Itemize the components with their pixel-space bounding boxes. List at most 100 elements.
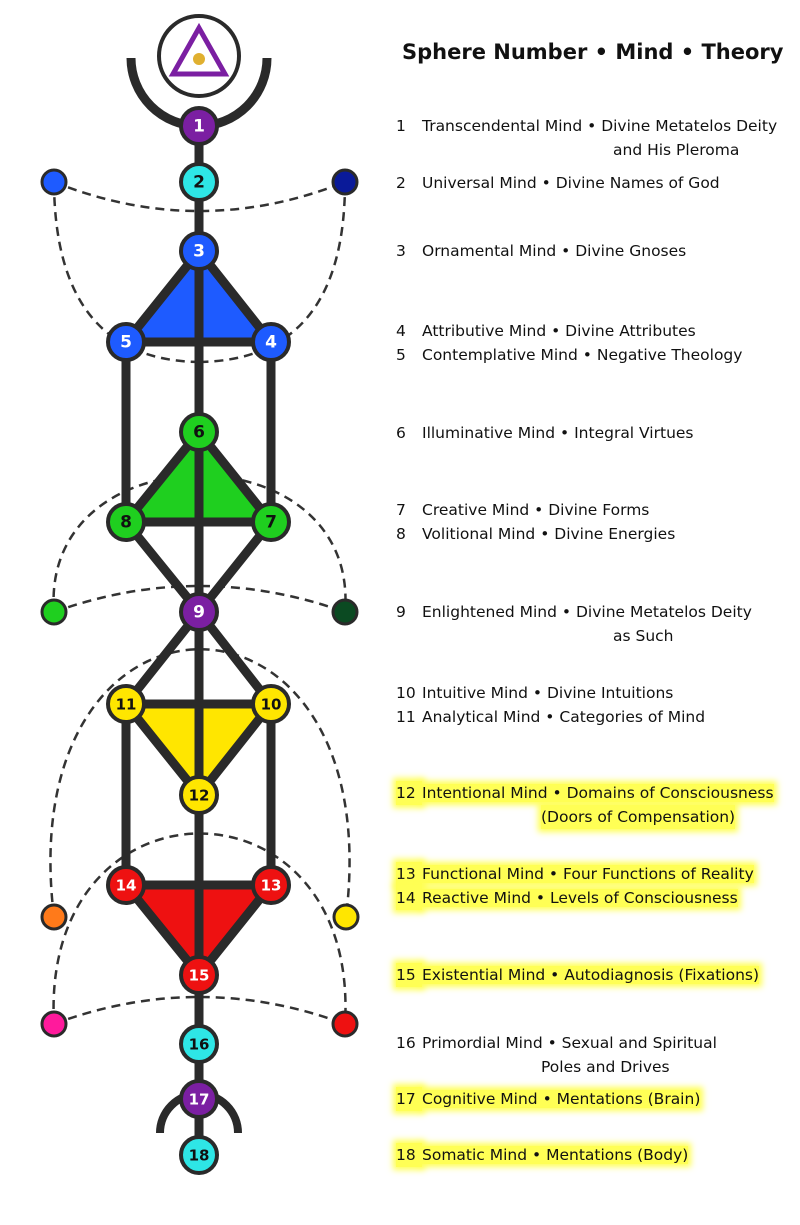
sphere-number: 18 [189,1147,210,1165]
sphere-number: 1 [193,117,205,137]
sphere-7: 7 [251,502,291,542]
legend-row-11: 11 Analytical Mind • Categories of Mind [396,705,705,729]
dashed-arc [198,181,347,364]
sphere-circle [179,162,219,202]
sphere-circle [179,592,219,632]
sphere-18: 18 [179,1135,219,1175]
sphere-9: 9 [179,592,219,632]
legend-text: Creative Mind • Divine Forms [422,501,650,519]
legend-row-7: 7 Creative Mind • Divine Forms [396,498,649,522]
sphere-number: 9 [193,603,205,623]
legend-number: 8 [396,525,406,543]
legend-text: Functional Mind • Four Functions of Real… [422,865,754,883]
sphere-number: 12 [189,787,210,805]
sphere-circle [179,775,219,815]
legend-number: 14 [396,886,422,910]
legend-text: Analytical Mind • Categories of Mind [422,708,706,726]
legend-number: 13 [396,862,422,886]
sphere-number: 8 [120,513,132,533]
sphere-6: 6 [179,412,219,452]
sphere-circle [106,322,146,362]
legend-text: Somatic Mind • Mentations (Body) [422,1146,689,1164]
sphere-number: 11 [116,696,137,714]
legend-number: 17 [396,1087,422,1111]
sphere-5: 5 [106,322,146,362]
sphere-4: 4 [251,322,291,362]
sphere-number: 6 [193,423,205,443]
legend-continuation: Poles and Drives [541,1058,670,1076]
sphere-2: 2 [179,162,219,202]
dashed-arc [53,584,346,614]
sphere-circle [106,684,146,724]
sphere-number: 15 [189,967,210,985]
legend-text: Universal Mind • Divine Names of God [422,174,720,192]
side-dot [331,598,359,626]
legend-text: Illuminative Mind • Integral Virtues [422,424,694,442]
side-dot [40,903,68,931]
legend-text: Intuitive Mind • Divine Intuitions [422,684,674,702]
sphere-number: 17 [189,1091,210,1109]
legend-continuation: and His Pleroma [613,141,740,159]
sphere-number: 14 [116,877,137,895]
legend-row-8: 8 Volitional Mind • Divine Energies [396,522,675,546]
sphere-number: 13 [261,877,282,895]
side-dot [331,168,359,196]
side-dot [331,1010,359,1038]
sphere-8: 8 [106,502,146,542]
legend-text: Existential Mind • Autodiagnosis (Fixati… [422,966,760,984]
legend-title: Sphere Number • Mind • Theory [402,40,784,64]
legend-continuation: (Doors of Compensation) [541,805,736,829]
sphere-circle [106,502,146,542]
legend-number: 1 [396,117,406,135]
side-dot [40,1010,68,1038]
side-dot [40,598,68,626]
emblem-triangle [168,22,230,77]
legend-number: 5 [396,346,406,364]
legend-text: Volitional Mind • Divine Energies [422,525,676,543]
sphere-circle [179,1079,219,1119]
legend-number: 18 [396,1143,422,1167]
legend-number: 15 [396,963,422,987]
sphere-13: 13 [251,865,291,905]
sphere-number: 3 [193,242,205,262]
legend-number: 11 [396,708,416,726]
sphere-circle [179,1135,219,1175]
sphere-number: 5 [120,333,132,353]
legend-text: Attributive Mind • Divine Attributes [422,322,696,340]
legend-text: Ornamental Mind • Divine Gnoses [422,242,687,260]
legend-number: 16 [396,1034,416,1052]
sphere-number: 7 [265,513,277,533]
side-dots [40,168,360,1038]
legend-number: 7 [396,501,406,519]
dashed-arc [53,180,346,213]
sphere-circle [251,322,291,362]
dashed-arc [52,181,200,364]
sphere-number: 10 [261,696,282,714]
sphere-circle [179,412,219,452]
sphere-circle [251,502,291,542]
sphere-circle [251,684,291,724]
sphere-circle [179,106,219,146]
sphere-11: 11 [106,684,146,724]
legend-text: Cognitive Mind • Mentations (Brain) [422,1090,701,1108]
sphere-number: 16 [189,1036,210,1054]
legend-row-10: 10 Intuitive Mind • Divine Intuitions [396,681,673,705]
sphere-12: 12 [179,775,219,815]
sphere-10: 10 [251,684,291,724]
sphere-17: 17 [179,1079,219,1119]
legend-number: 10 [396,684,416,702]
sphere-circle [179,1024,219,1064]
sphere-15: 15 [179,955,219,995]
sphere-16: 16 [179,1024,219,1064]
sphere-circle [251,865,291,905]
